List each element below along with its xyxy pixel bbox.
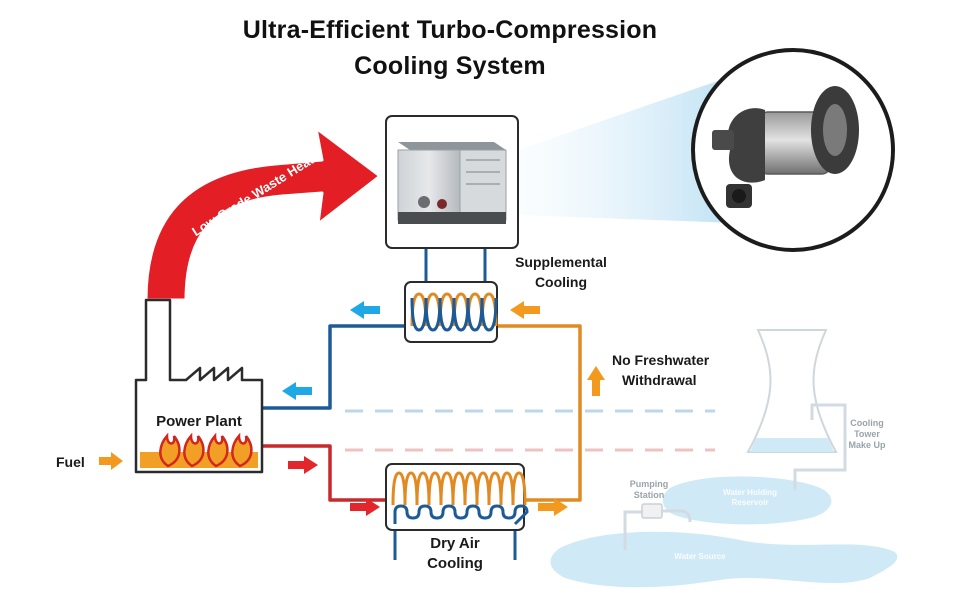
compressor-volute [727,108,765,183]
chiller-part [418,196,430,208]
no-freshwater-line-2: Withdrawal [622,372,697,388]
supplemental-heat-exchanger [404,281,498,343]
no-freshwater-label: No Freshwater Withdrawal [612,350,762,390]
red-pipe-inner [262,444,388,502]
supplemental-cooling-line-1: Supplemental [515,254,607,270]
cooling-tower-line-3: Make Up [848,440,886,450]
dry-air-coil-blue [393,504,529,526]
water-source-shape [550,531,898,588]
red-pipe [262,442,388,504]
supplemental-coil-blue [410,297,498,332]
flame-icon [183,432,205,468]
blue-pipe-left-inner [262,324,408,410]
arrow-orange-top [510,301,540,319]
supplemental-cooling-line-2: Cooling [534,274,588,290]
water-holding-line-2: Reservoir [731,498,769,507]
flames [159,432,253,468]
dry-air-cooling-line-1: Dry Air [430,535,480,552]
pumping-station-label: Pumping Station [624,479,674,501]
cooling-loop-pipes [262,248,584,560]
chiller-part [437,199,447,209]
tower-makeup-pipe [793,403,847,490]
compressor-inlet [712,130,734,150]
supplemental-cooling-label: Supplemental Cooling [506,252,616,292]
chiller-front [397,149,461,221]
water-system-faded [550,329,898,588]
pump-outlet-pipe [662,509,692,523]
compressor-outlet-bore [732,189,746,203]
dry-air-coil-orange [391,471,527,506]
flame-icon [207,432,229,468]
water-holding-reservoir-shape [662,476,832,525]
page-title-line-1: Ultra-Efficient Turbo-Compression [242,16,658,44]
blue-pipe-left [262,322,408,412]
arrow-blue-top [350,301,380,319]
cooling-tower-water [750,438,834,452]
flame-icon [159,432,181,468]
fuel-label: Fuel [56,454,85,470]
supplemental-coil-orange [410,292,498,327]
dry-air-cooling-label: Dry Air Cooling [405,534,505,574]
compressor-end-ring [823,104,847,156]
water-holding-line-1: Water Holding [723,488,777,497]
chiller-unit-icon [385,115,519,249]
arrow-blue-mid [282,382,312,400]
power-plant-label: Power Plant [156,413,242,430]
no-freshwater-line-1: No Freshwater [612,352,710,368]
pumping-station-line-1: Pumping [629,479,669,489]
arrow-red-mid [288,456,318,474]
arrow-fuel [99,452,123,470]
arrow-orange-right [538,498,568,516]
dry-air-heat-exchanger [385,463,529,531]
waste-heat-arrow [144,126,382,302]
pumping-station-line-2: Station [633,490,665,500]
cooling-tower-line-1: Cooling [850,418,884,428]
arrow-red-low [350,498,380,516]
orange-pipe-right-inner [496,324,582,502]
chiller-top [398,142,506,150]
turbo-compressor-icon [691,48,895,252]
chiller-base [398,212,506,224]
cooling-tower-line-2: Tower [854,429,880,439]
water-holding-reservoir-label: Water Holding Reservoir [700,488,800,508]
water-source-label: Water Source [674,552,726,561]
dry-air-cooling-line-2: Cooling [427,555,483,572]
cooling-tower-makeup-label: Cooling Tower Make Up [842,418,892,451]
pump-pipe [623,510,642,550]
flow-arrows [99,301,605,516]
flame-icon [231,432,253,468]
pumping-station-icon [641,503,663,519]
page-title-line-2: Cooling System [354,52,546,80]
arrow-orange-up [587,366,605,396]
cooling-tower-shape [746,329,838,453]
